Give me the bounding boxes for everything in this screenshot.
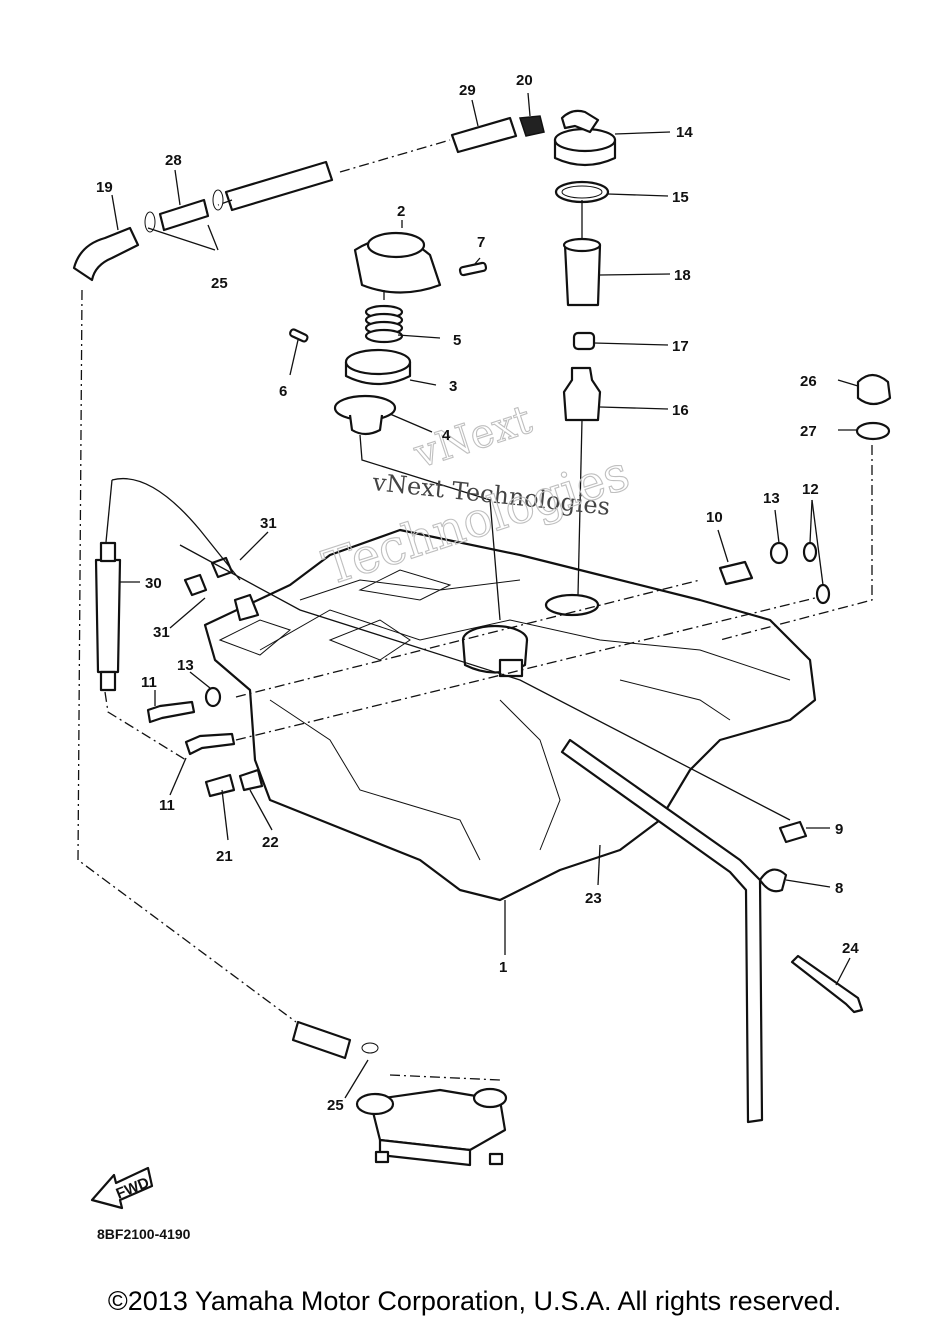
callout-13-right: 13 [763, 490, 780, 507]
callout-25-lower: 25 [327, 1097, 344, 1114]
copyright-notice: ©2013 Yamaha Motor Corporation, U.S.A. A… [107, 1286, 842, 1316]
part-20-nut [518, 115, 545, 137]
part-30-filter [94, 558, 122, 674]
hose [224, 160, 334, 212]
diagram-code: 8BF2100-4190 [97, 1226, 191, 1242]
callout-18: 18 [674, 267, 691, 284]
callout-19: 19 [96, 179, 113, 196]
callout-2: 2 [397, 203, 405, 220]
fuel-pump [355, 1087, 508, 1167]
part-15-gasket [554, 180, 610, 204]
callout-12: 12 [802, 481, 819, 498]
callout-26: 26 [800, 373, 817, 390]
callout-7: 7 [477, 234, 485, 251]
assembly-guide-lines [77, 139, 873, 1081]
part-29-hose [450, 116, 518, 154]
callout-30: 30 [145, 575, 162, 592]
part-8-plug [758, 868, 788, 893]
part-24-band [790, 954, 864, 1014]
part-25-hose-lower [291, 1020, 352, 1060]
part-16-valve [562, 366, 602, 596]
callout-15: 15 [672, 189, 689, 206]
watermark-text-2: vNext [408, 397, 537, 478]
callout-29: 29 [459, 82, 476, 99]
part-17-clip [572, 331, 596, 351]
part-2-cap [353, 231, 442, 294]
callout-24: 24 [842, 940, 859, 957]
part-4-neck [333, 394, 397, 436]
callout-11-upper: 11 [141, 674, 157, 691]
callout-23: 23 [585, 890, 602, 907]
part-18-strainer [562, 200, 602, 307]
part-5-spring [364, 304, 404, 344]
part-28-joint [158, 198, 210, 232]
callout-20: 20 [516, 72, 533, 89]
callout-16: 16 [672, 402, 689, 419]
fwd-label: FWD [114, 1174, 152, 1203]
part-6-pin [289, 328, 309, 343]
callout-31-left: 31 [153, 624, 170, 641]
callout-14: 14 [676, 124, 693, 141]
callout-17: 17 [672, 338, 689, 355]
leader-lines [111, 92, 859, 1099]
callout-8: 8 [835, 880, 843, 897]
callout-31-top: 31 [260, 515, 277, 532]
callout-28: 28 [165, 152, 182, 169]
part-13-washer [204, 686, 222, 708]
callout-4: 4 [442, 427, 451, 444]
callout-27: 27 [800, 423, 817, 440]
part-22-clamp [238, 768, 264, 792]
part-26-cap [856, 373, 892, 406]
callout-5: 5 [453, 332, 461, 349]
part-14-cap [553, 109, 617, 167]
callout-25-upper: 25 [211, 275, 228, 292]
callout-10: 10 [706, 509, 723, 526]
callout-21: 21 [216, 848, 233, 865]
part-7-pin [458, 261, 488, 277]
callout-13-left: 13 [177, 657, 194, 674]
part-19-hose [72, 226, 140, 282]
callout-1: 1 [499, 959, 507, 976]
part-3-collar [344, 348, 412, 386]
part-27-washer [855, 421, 891, 441]
callout-9: 9 [835, 821, 843, 838]
part-21-hose [204, 773, 236, 798]
callout-6: 6 [279, 383, 287, 400]
callout-22: 22 [262, 834, 279, 851]
part-11-bolt [146, 700, 196, 724]
callout-3: 3 [449, 378, 457, 395]
callout-labels: 1 2 3 4 5 6 7 8 9 10 11 11 12 13 13 14 1… [96, 72, 859, 1114]
fwd-arrow-icon: FWD [90, 1166, 154, 1210]
callout-11-lower: 11 [159, 797, 175, 814]
